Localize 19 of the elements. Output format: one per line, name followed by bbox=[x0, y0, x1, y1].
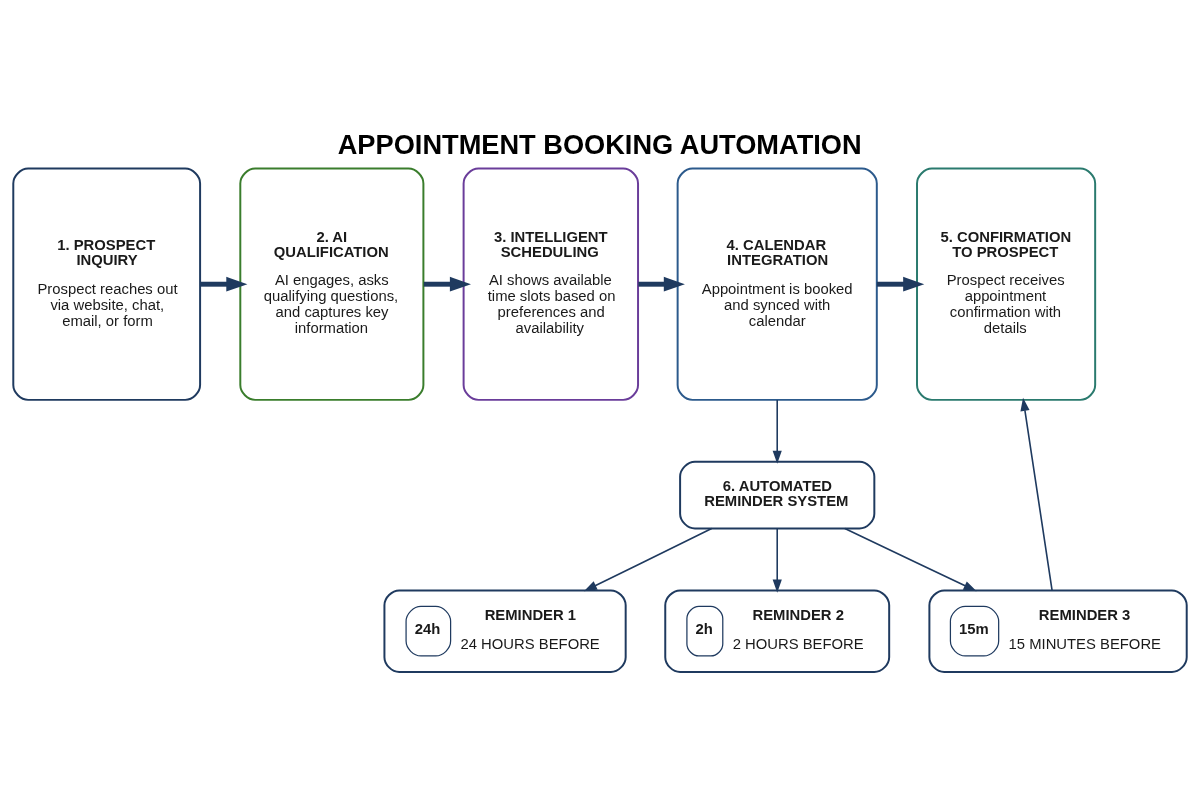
node-box: 15m REMINDER 3 15 MINUTES BEFORE bbox=[928, 588, 1188, 673]
arrow bbox=[423, 276, 471, 292]
arrow bbox=[1020, 397, 1053, 591]
arrow bbox=[638, 276, 685, 292]
diagram-title: APPOINTMENT BOOKING AUTOMATION bbox=[337, 128, 862, 160]
node-box: 3. INTELLIGENT SCHEDULING AI shows available time slots based on preferences and availability bbox=[462, 167, 640, 401]
node-box: 1. PROSPECT INQUIRY Prospect reaches out via website, chat, email, or form bbox=[12, 167, 202, 401]
node-box: 2h REMINDER 2 2 HOURS BEFORE bbox=[664, 588, 891, 673]
arrow bbox=[772, 398, 782, 464]
node-box: 24h REMINDER 1 24 HOURS BEFORE bbox=[383, 588, 627, 673]
arrow bbox=[200, 276, 248, 292]
arrow bbox=[876, 276, 925, 292]
node-box: 4. CALENDAR INTEGRATION Appointment is booked and synced with calendar bbox=[676, 167, 878, 401]
arrow bbox=[772, 527, 782, 593]
node-box: 6. AUTOMATED REMINDER SYSTEM bbox=[679, 460, 876, 530]
node-box: 5. CONFIRMATION TO PROSPECT Prospect receives appointment confirmation with details bbox=[916, 167, 1097, 401]
arrow bbox=[844, 527, 977, 591]
node-box: 2. AI QUALIFICATION AI engages, asks qualifying questions, and captures key information bbox=[239, 167, 425, 401]
arrow bbox=[583, 527, 713, 591]
